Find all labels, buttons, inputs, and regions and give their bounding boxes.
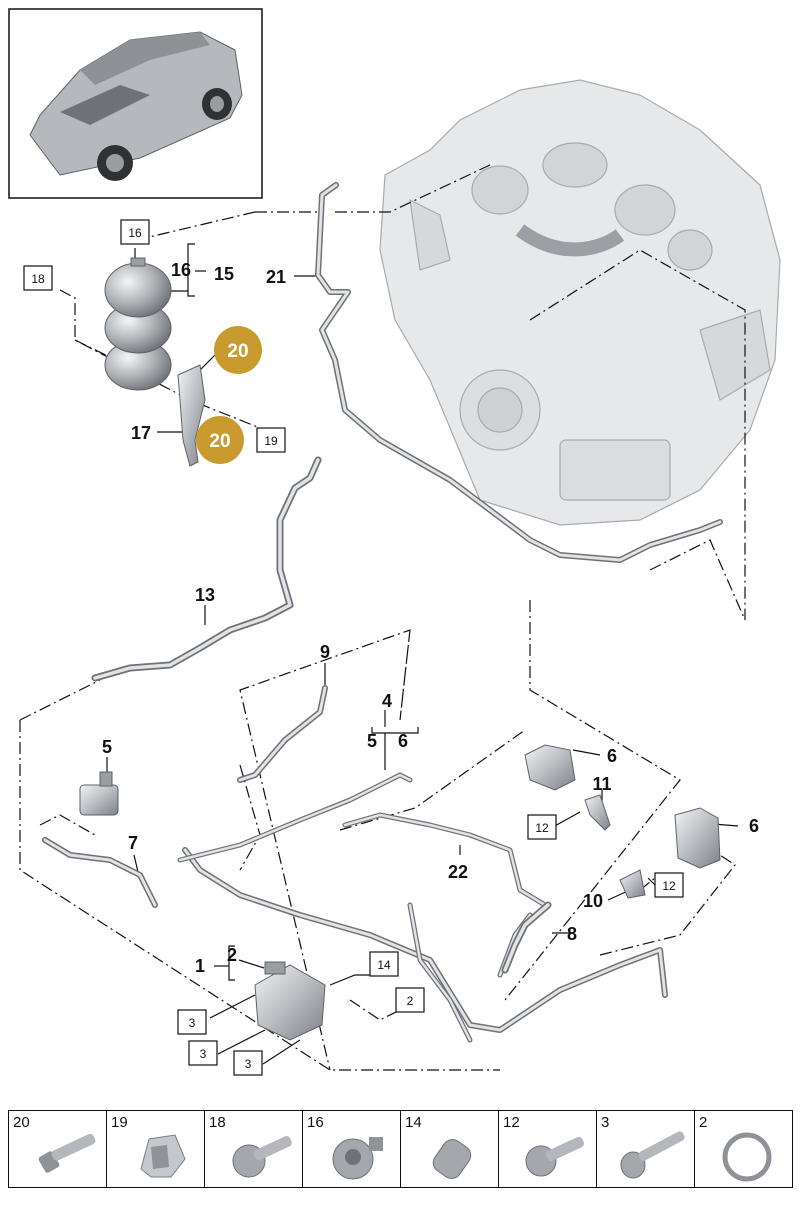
boxed-callout-16: 16 [128,226,142,240]
boxed-callouts: 16 18 19 12 12 14 2 3 3 3 [23,219,684,1076]
boxed-callout-12-a: 12 [535,821,549,835]
legend-number: 19 [111,1114,128,1131]
legend-number: 18 [209,1114,226,1131]
callout-21: 21 [266,267,286,287]
part-callouts: 16 15 21 17 13 9 4 5 6 5 6 11 6 7 22 10 … [102,260,759,976]
boxed-callout-19: 19 [264,434,278,448]
valve-5 [79,771,119,816]
callout-7: 7 [128,833,138,853]
callout-8: 8 [567,924,577,944]
legend-cell-14: 14 [401,1111,499,1187]
line-8 [501,901,552,974]
boxed-callout-14: 14 [377,958,391,972]
callout-22: 22 [448,862,468,882]
bracket-11 [584,794,611,831]
parts-diagram: 20 20 16 18 19 12 12 14 2 3 3 3 16 15 21… [8,8,781,1076]
legend-cell-2: 2 [695,1111,792,1187]
line-9 [237,685,328,783]
torx-bolt-icon [525,1136,585,1177]
seal-ring-icon [722,1132,772,1182]
svg-text:20: 20 [227,341,248,362]
fastener-legend: 20 19 18 16 14 12 [8,1110,793,1188]
line-22 [342,812,548,908]
line-13 [91,456,322,682]
legend-number: 3 [601,1114,610,1131]
boxed-callout-3-c: 3 [245,1057,252,1071]
line-21 [315,182,723,563]
line-7 [42,837,158,908]
callout-15: 15 [214,264,234,284]
legend-number: 16 [307,1114,324,1131]
legend-cell-3: 3 [597,1111,695,1187]
valve-6-right [674,807,721,869]
sleeve-icon [432,1139,472,1179]
callout-1: 1 [195,956,205,976]
legend-number: 12 [503,1114,520,1131]
boxed-callout-18: 18 [31,272,45,286]
flange-bolt-icon [232,1136,292,1178]
svg-text:20: 20 [209,431,230,452]
nut-icon [332,1137,383,1180]
callout-5: 5 [102,737,112,757]
legend-cell-18: 18 [205,1111,303,1187]
callout-10: 10 [583,891,603,911]
callout-6-right: 6 [749,816,759,836]
bracket-10 [619,869,646,899]
accumulator-bracket [177,364,206,467]
boxed-callout-2: 2 [407,994,414,1008]
legend-cell-12: 12 [499,1111,597,1187]
callout-2: 2 [227,945,237,965]
callout-5-sub: 5 [367,731,377,751]
callout-4: 4 [382,691,392,711]
callout-20-lower: 20 [196,416,244,464]
callout-17: 17 [131,423,151,443]
clip-icon [140,1134,186,1178]
legend-number: 14 [405,1114,422,1131]
boxed-callout-12-b: 12 [662,879,676,893]
legend-number: 20 [13,1114,30,1131]
callout-11: 11 [592,774,611,794]
legend-cell-16: 16 [303,1111,401,1187]
vehicle-thumbnail [8,8,263,199]
bolt-icon [38,1133,96,1173]
callout-6-upper: 6 [607,746,617,766]
callout-13: 13 [195,585,215,605]
valve-6-upper [524,744,576,791]
callout-6-sub: 6 [398,731,408,751]
pump-1 [254,961,326,1041]
boxed-callout-3-a: 3 [189,1016,196,1030]
long-bolt-icon [620,1131,685,1179]
callout-9: 9 [320,642,330,662]
callout-16: 16 [171,260,191,280]
callout-20-upper: 20 [214,326,262,374]
boxed-callout-3-b: 3 [200,1047,207,1061]
legend-cell-20: 20 [9,1111,107,1187]
pressure-accumulator [104,257,172,391]
engine-illustration [379,79,781,526]
legend-cell-19: 19 [107,1111,205,1187]
legend-number: 2 [699,1114,708,1131]
